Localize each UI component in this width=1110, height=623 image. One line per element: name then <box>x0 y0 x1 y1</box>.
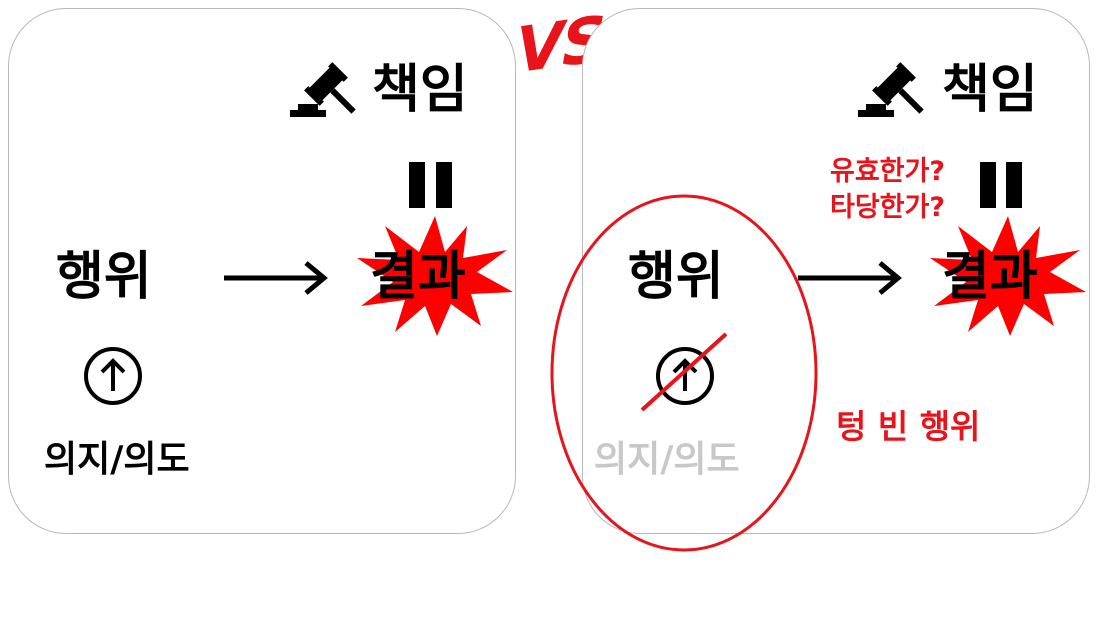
question-justified: 타당한가? <box>830 192 946 223</box>
highlight-ellipse <box>550 194 818 552</box>
gavel-icon <box>290 62 356 117</box>
action-label: 행위 <box>628 247 724 307</box>
result-label: 결과 <box>370 247 466 307</box>
equals-bar-right <box>1006 162 1022 208</box>
explosion-burst-icon <box>930 216 1086 336</box>
empty-action-label: 텅 빈 행위 <box>836 407 981 446</box>
intent-label: 의지/의도 <box>44 439 190 480</box>
equals-bar-left <box>409 162 425 208</box>
arrow-up-circle-icon <box>656 347 714 405</box>
intent-label-faded: 의지/의도 <box>594 439 740 480</box>
explosion-burst-icon <box>357 216 513 336</box>
gavel-icon <box>858 62 924 117</box>
strike-through-line <box>640 332 728 412</box>
arrow-up-circle-icon <box>84 347 142 405</box>
responsibility-label: 책임 <box>942 60 1038 120</box>
equals-bar-left <box>980 162 996 208</box>
right-arrow-icon <box>798 261 902 295</box>
question-valid: 유효한가? <box>830 156 946 187</box>
responsibility-label: 책임 <box>372 60 468 120</box>
result-label: 결과 <box>942 247 1038 307</box>
action-label: 행위 <box>56 247 152 307</box>
equals-bar-right <box>436 162 452 208</box>
right-arrow-icon <box>224 261 328 295</box>
